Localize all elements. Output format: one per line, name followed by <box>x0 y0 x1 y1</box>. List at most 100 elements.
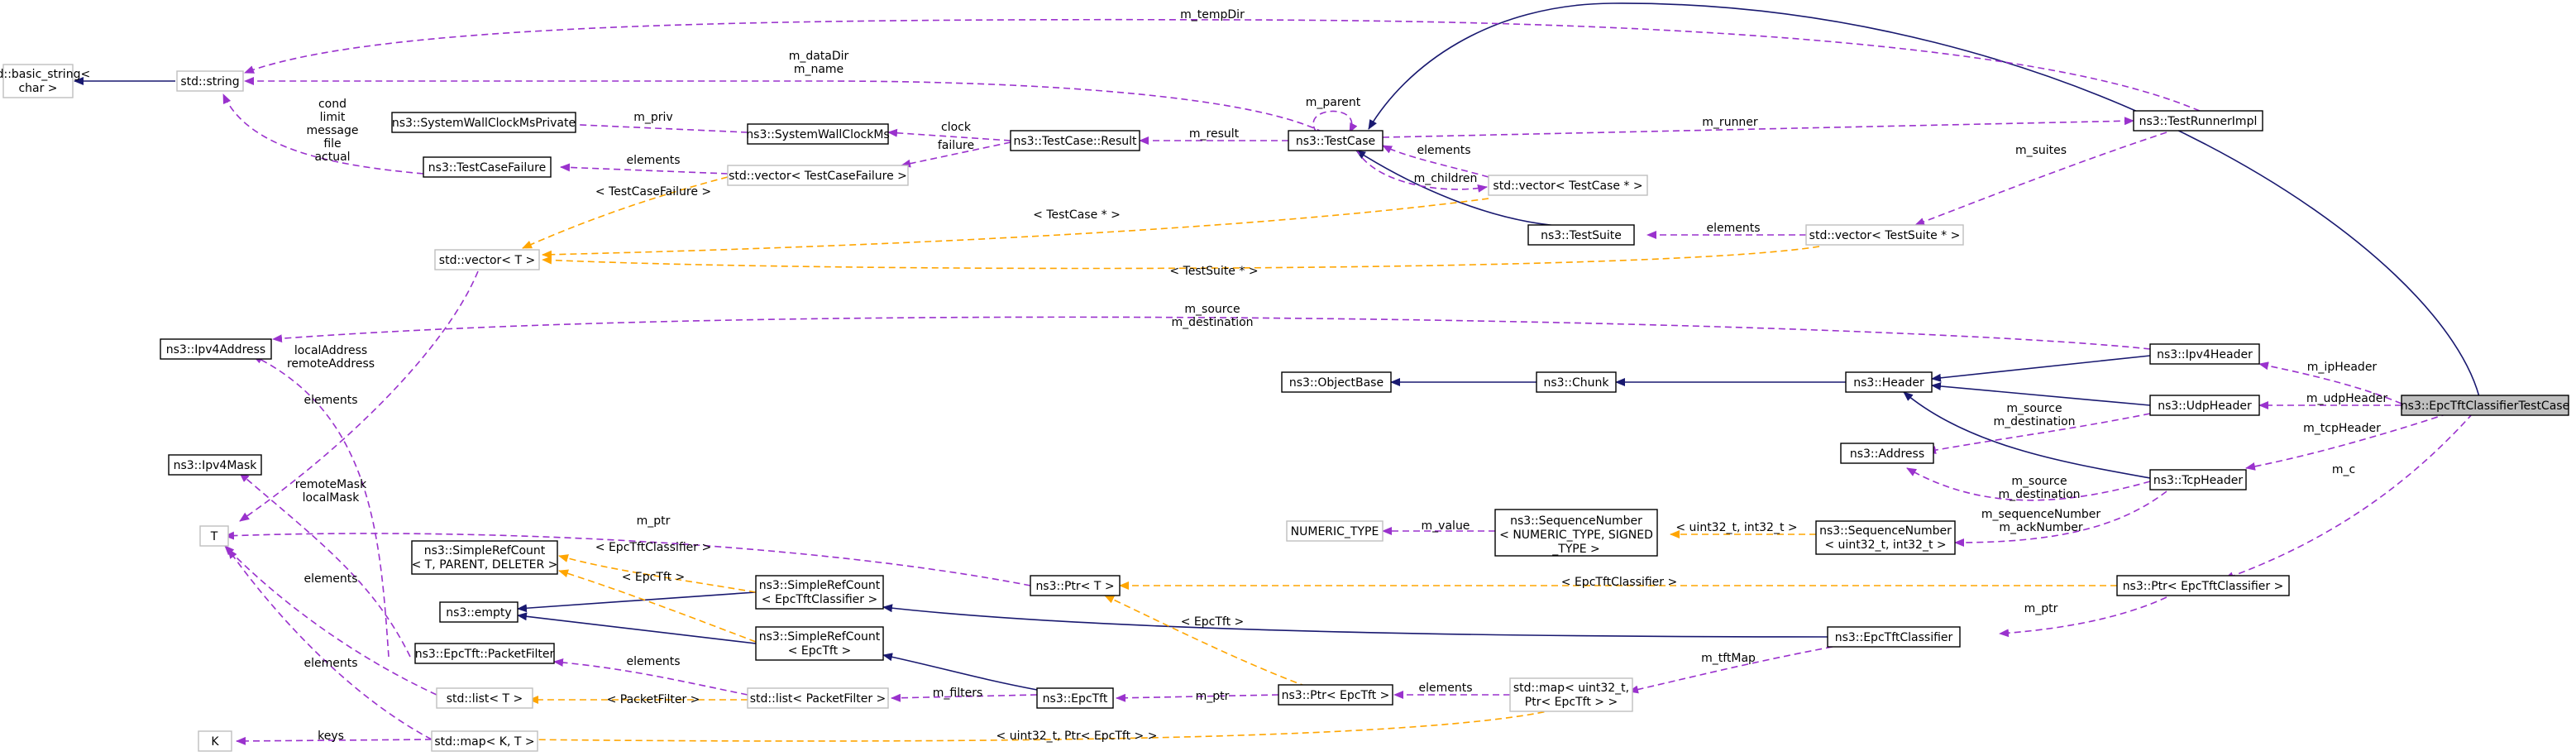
node-header-label: ns3::Header <box>1853 376 1924 390</box>
node-ipv4header[interactable]: ns3::Ipv4Header <box>2149 343 2260 365</box>
edges <box>74 2 2482 745</box>
label-elements-map-t: elements <box>303 657 357 670</box>
label-elements-map: elements <box>1418 682 1472 695</box>
node-ptr-classifier-label: ns3::Ptr< EpcTftClassifier > <box>2123 580 2284 593</box>
node-list-packetfilter-label: std::list< PacketFilter > <box>750 692 887 706</box>
node-numeric-type[interactable]: NUMERIC_TYPE <box>1286 520 1384 542</box>
node-vector-t[interactable]: std::vector< T > <box>434 249 540 270</box>
node-simplerefcount-template[interactable]: ns3::SimpleRefCount < T, PARENT, DELETER… <box>411 540 558 575</box>
node-vector-testcase[interactable]: std::vector< TestCase * > <box>1488 175 1648 196</box>
edge-m-tcpheader <box>2245 413 2449 471</box>
node-ipv4address[interactable]: ns3::Ipv4Address <box>160 338 272 360</box>
edge-labels: m_tempDir m_dataDir m_name m_parent m_pr… <box>287 8 2387 743</box>
edge-source-dest-udp <box>1926 413 2151 454</box>
node-chunk[interactable]: ns3::Chunk <box>1536 371 1617 393</box>
edge-tempdir <box>244 18 2201 112</box>
node-epctft[interactable]: ns3::EpcTft <box>1036 687 1114 709</box>
label-elements-packetfilter: elements <box>626 655 680 668</box>
label-m-tempdir: m_tempDir <box>1180 8 1245 22</box>
node-classifier[interactable]: ns3::EpcTftClassifier <box>1827 626 1961 648</box>
node-testcase-label: ns3::TestCase <box>1296 135 1375 148</box>
edge-failure-fields <box>222 93 424 175</box>
node-ipv4mask[interactable]: ns3::Ipv4Mask <box>168 454 262 476</box>
label-elements-list-t: elements <box>303 572 357 586</box>
node-string[interactable]: std::string <box>176 70 244 92</box>
label-lt-uint-int: < uint32_t, int32_t > <box>1675 521 1797 534</box>
node-seqnum-line1: ns3::SequenceNumber <box>1819 524 1952 538</box>
node-map-uint-ptr-line1: std::map< uint32_t, <box>1513 682 1629 695</box>
node-focus[interactable]: ns3::EpcTftClassifierTestCase <box>2401 395 2569 416</box>
label-m-tcpheader: m_tcpHeader <box>2303 422 2381 435</box>
edge-elements-testcase <box>1382 145 1489 178</box>
node-epctft-label: ns3::EpcTft <box>1043 692 1108 706</box>
edge-elements-vector-t <box>239 270 479 522</box>
label-m-ptr-classifier: m_ptr <box>2024 602 2058 615</box>
node-testrunnerimpl[interactable]: ns3::TestRunnerImpl <box>2133 110 2263 132</box>
label-m-priv: m_priv <box>633 111 672 124</box>
node-t-label: T <box>210 530 218 543</box>
node-testsuite-label: ns3::TestSuite <box>1541 229 1622 242</box>
edge-elements-list-t <box>224 545 437 696</box>
edge-source-dest-tcp <box>1906 467 2151 501</box>
label-m-source-tcp: m_source <box>2011 475 2067 488</box>
node-tcpheader[interactable]: ns3::TcpHeader <box>2149 469 2247 490</box>
edge-failure <box>901 141 1011 168</box>
label-lt-testcasefailure: < TestCaseFailure > <box>595 185 711 199</box>
edge-epctft-simplerefcount <box>882 653 1038 691</box>
node-simplerefcount-tft[interactable]: ns3::SimpleRefCount < EpcTft > <box>755 626 884 661</box>
label-local-address: localAddress <box>294 344 367 357</box>
node-list-t[interactable]: std::list< T > <box>436 687 533 709</box>
node-list-packetfilter[interactable]: std::list< PacketFilter > <box>747 687 889 709</box>
node-testcasefailure[interactable]: ns3::TestCaseFailure <box>423 156 552 178</box>
node-basic-string[interactable]: std::basic_string< char > <box>0 64 90 98</box>
node-seqnum[interactable]: ns3::SequenceNumber < uint32_t, int32_t … <box>1815 520 1956 555</box>
node-wallclock[interactable]: ns3::SystemWallClockMs <box>746 123 890 145</box>
label-m-c: m_c <box>2332 463 2355 476</box>
node-vector-testsuite[interactable]: std::vector< TestSuite * > <box>1805 224 1964 246</box>
node-map-kt[interactable]: std::map< K, T > <box>431 730 538 752</box>
node-map-uint-ptr[interactable]: std::map< uint32_t, Ptr< EpcTft > > <box>1509 677 1633 712</box>
edge-m-filters <box>891 693 1038 702</box>
node-ptr-classifier[interactable]: ns3::Ptr< EpcTftClassifier > <box>2116 575 2290 596</box>
edge-lt-testcase <box>542 198 1489 259</box>
label-keys: keys <box>318 730 344 743</box>
label-m-source-udp: m_source <box>2006 402 2062 415</box>
edge-lt-epctft-src <box>558 569 757 643</box>
node-testrunnerimpl-label: ns3::TestRunnerImpl <box>2139 115 2258 128</box>
node-testcase-result[interactable]: ns3::TestCase::Result <box>1010 130 1140 151</box>
node-simplerefcount-classifier[interactable]: ns3::SimpleRefCount < EpcTftClassifier > <box>755 575 884 610</box>
node-objectbase[interactable]: ns3::ObjectBase <box>1281 371 1392 393</box>
edge-keys <box>236 736 433 745</box>
node-seqnum-line2: < uint32_t, int32_t > <box>1824 538 1946 552</box>
edge-m-ptr-classifier <box>1999 596 2167 638</box>
edge-elements-packetfilter <box>553 658 748 696</box>
label-m-name: m_name <box>794 63 844 76</box>
node-header[interactable]: ns3::Header <box>1845 371 1933 393</box>
edge-udpheader-header <box>1931 382 2151 406</box>
node-ptr-tft[interactable]: ns3::Ptr< EpcTft > <box>1278 684 1393 706</box>
node-ptr-t[interactable]: ns3::Ptr< T > <box>1030 575 1121 596</box>
node-wallclock-private[interactable]: ns3::SystemWallClockMsPrivate <box>391 112 576 133</box>
node-seqnum-template-line1: ns3::SequenceNumber <box>1510 514 1642 528</box>
nodes: std::basic_string< char > std::string ns… <box>0 64 2569 752</box>
node-empty[interactable]: ns3::empty <box>439 601 519 623</box>
node-testcase[interactable]: ns3::TestCase <box>1288 130 1384 151</box>
node-address[interactable]: ns3::Address <box>1840 443 1934 464</box>
node-packetfilter[interactable]: ns3::EpcTft::PacketFilter <box>414 643 555 664</box>
edge-remote-local-mask <box>239 472 411 658</box>
node-udpheader[interactable]: ns3::UdpHeader <box>2149 395 2260 416</box>
node-k[interactable]: K <box>198 730 232 752</box>
label-remote-address: remoteAddress <box>287 357 375 371</box>
node-testsuite[interactable]: ns3::TestSuite <box>1527 224 1635 246</box>
node-vector-failure[interactable]: std::vector< TestCaseFailure > <box>727 165 909 186</box>
node-seqnum-template[interactable]: ns3::SequenceNumber < NUMERIC_TYPE, SIGN… <box>1494 509 1658 557</box>
edge-clock <box>887 128 1011 141</box>
edge-seq-ack <box>1954 490 2167 547</box>
label-m-filters: m_filters <box>933 687 983 700</box>
label-local-mask: localMask <box>303 491 361 505</box>
node-t[interactable]: T <box>199 525 229 547</box>
label-m-ptr-t: m_ptr <box>637 514 671 528</box>
label-file: file <box>323 137 341 151</box>
label-elements-failure: elements <box>626 154 680 167</box>
label-lt-testsuite: < TestSuite * > <box>1169 265 1258 278</box>
